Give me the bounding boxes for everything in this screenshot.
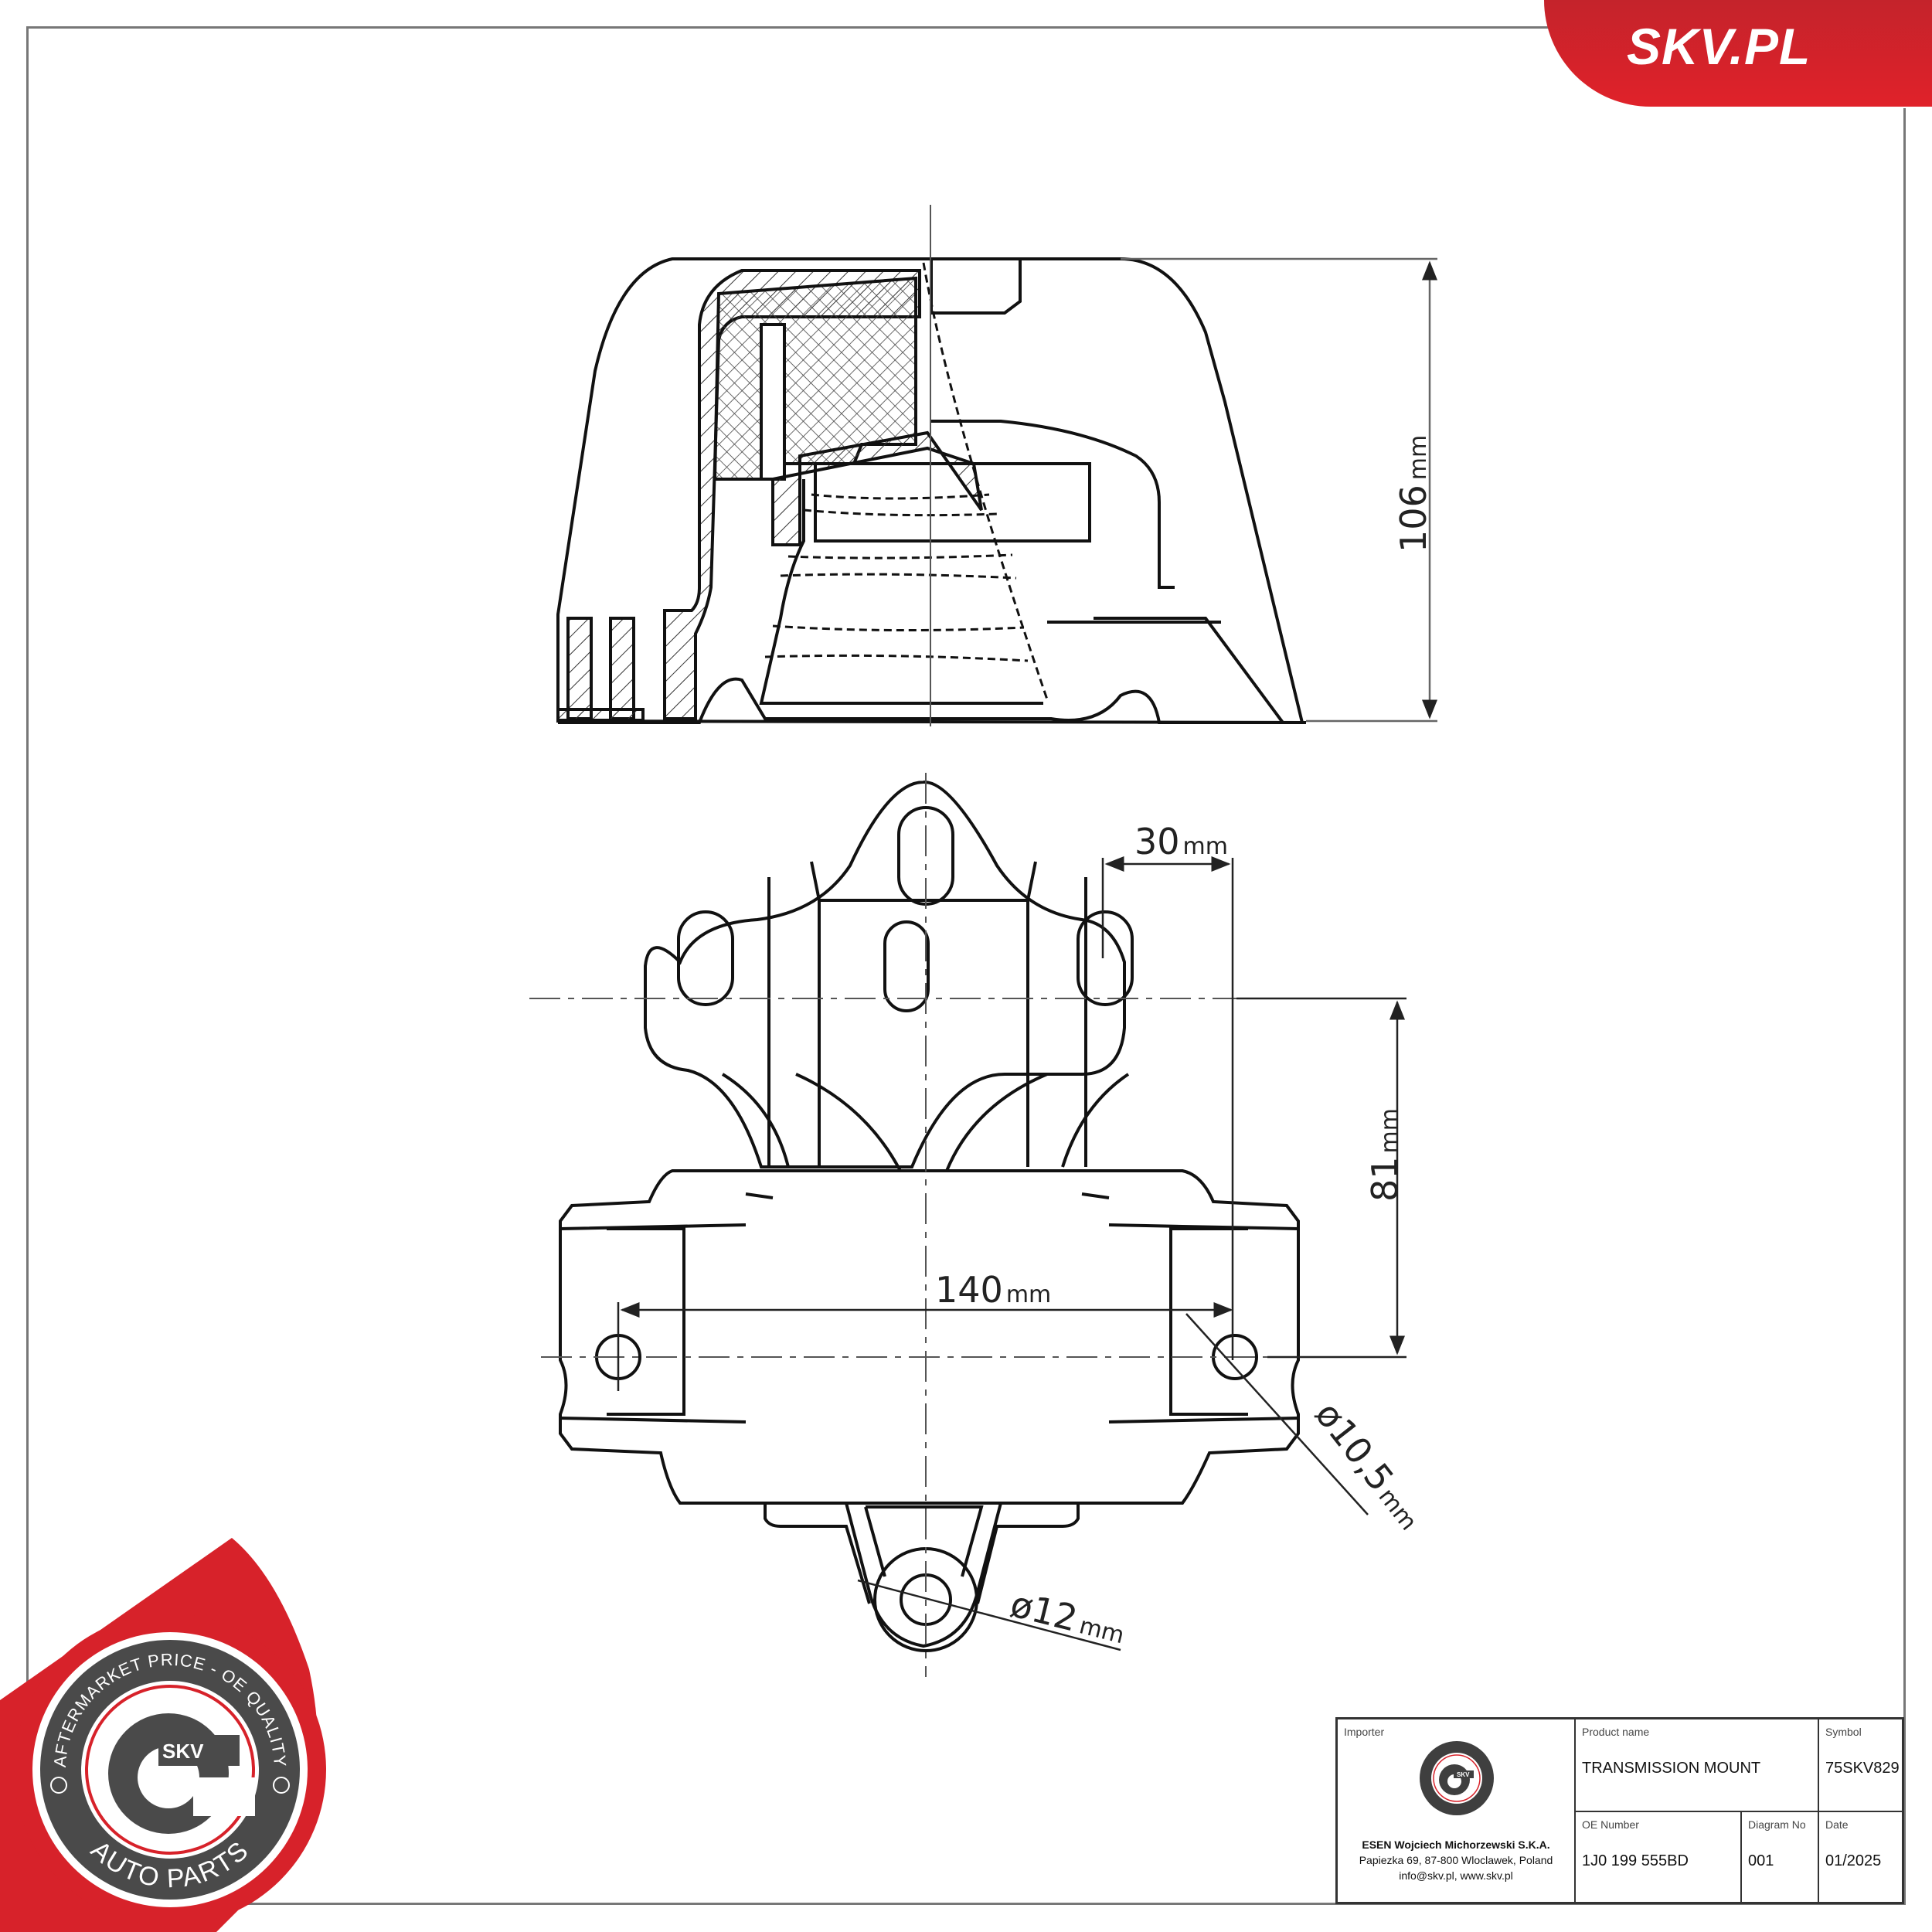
svg-text:SKV: SKV — [162, 1740, 204, 1763]
svg-text:SKV: SKV — [1457, 1771, 1470, 1778]
importer-cell: Importer SKV ESEN Wojciech Michorzewski … — [1338, 1719, 1576, 1902]
frame-right-border — [1903, 108, 1906, 1905]
oe-number-value: 1J0 199 555BD — [1582, 1852, 1689, 1869]
oe-number-cell: OE Number 1J0 199 555BD — [1576, 1812, 1742, 1902]
product-name-value: TRANSMISSION MOUNT — [1582, 1760, 1761, 1777]
importer-address: Papiezka 69, 87-800 Wloclawek, Poland — [1359, 1854, 1553, 1866]
dim-eye-diameter-label: ø12mm — [1006, 1583, 1130, 1651]
top-view — [559, 780, 1300, 1652]
drawing-frame — [26, 26, 1904, 1904]
brand-site-label: SKV.PL — [1627, 18, 1811, 75]
dim-height-label: 106mm — [1393, 435, 1434, 553]
frame-bottom-border — [232, 1903, 1905, 1905]
title-block: Importer SKV ESEN Wojciech Michorzewski … — [1335, 1717, 1904, 1904]
symbol-label: Symbol — [1825, 1726, 1862, 1738]
side-section-view — [556, 257, 1306, 725]
dim-offset — [1101, 856, 1234, 1360]
dim-height — [1121, 257, 1437, 723]
oe-number-label: OE Number — [1582, 1818, 1639, 1831]
importer-company: ESEN Wojciech Michorzewski S.K.A. — [1362, 1838, 1550, 1851]
brand-badge: SKV AFTERMARKET PRICE - OE QUALITY AUTO … — [0, 1538, 326, 1932]
product-name-label: Product name — [1582, 1726, 1650, 1738]
diagram-no-cell: Diagram No 001 — [1742, 1812, 1819, 1902]
brand-tab — [1544, 0, 1932, 107]
dim-hole-diameter-label: ø10,5mm — [1307, 1394, 1431, 1537]
dim-hole-spacing — [617, 1302, 1233, 1391]
dim-depth-label: 81mm — [1364, 1108, 1406, 1202]
dim-depth — [1236, 997, 1406, 1359]
symbol-cell: Symbol 75SKV829 — [1819, 1719, 1902, 1812]
importer-logo-icon: SKV — [1420, 1741, 1494, 1815]
importer-label: Importer — [1344, 1726, 1385, 1738]
importer-contact: info@skv.pl, www.skv.pl — [1399, 1869, 1513, 1882]
importer-details: ESEN Wojciech Michorzewski S.K.A. Papiez… — [1338, 1837, 1574, 1883]
top-view-centerlines — [529, 773, 1376, 1677]
date-value: 01/2025 — [1825, 1852, 1882, 1869]
diagram-no-label: Diagram No — [1748, 1818, 1806, 1831]
date-label: Date — [1825, 1818, 1849, 1831]
diagram-no-value: 001 — [1748, 1852, 1774, 1869]
symbol-value: 75SKV829 — [1825, 1760, 1900, 1777]
date-cell: Date 01/2025 — [1819, 1812, 1902, 1902]
product-name-cell: Product name TRANSMISSION MOUNT — [1576, 1719, 1819, 1812]
dim-hole-diameter-leader — [1185, 1313, 1369, 1515]
dim-eye-diameter-leader — [857, 1579, 1121, 1651]
